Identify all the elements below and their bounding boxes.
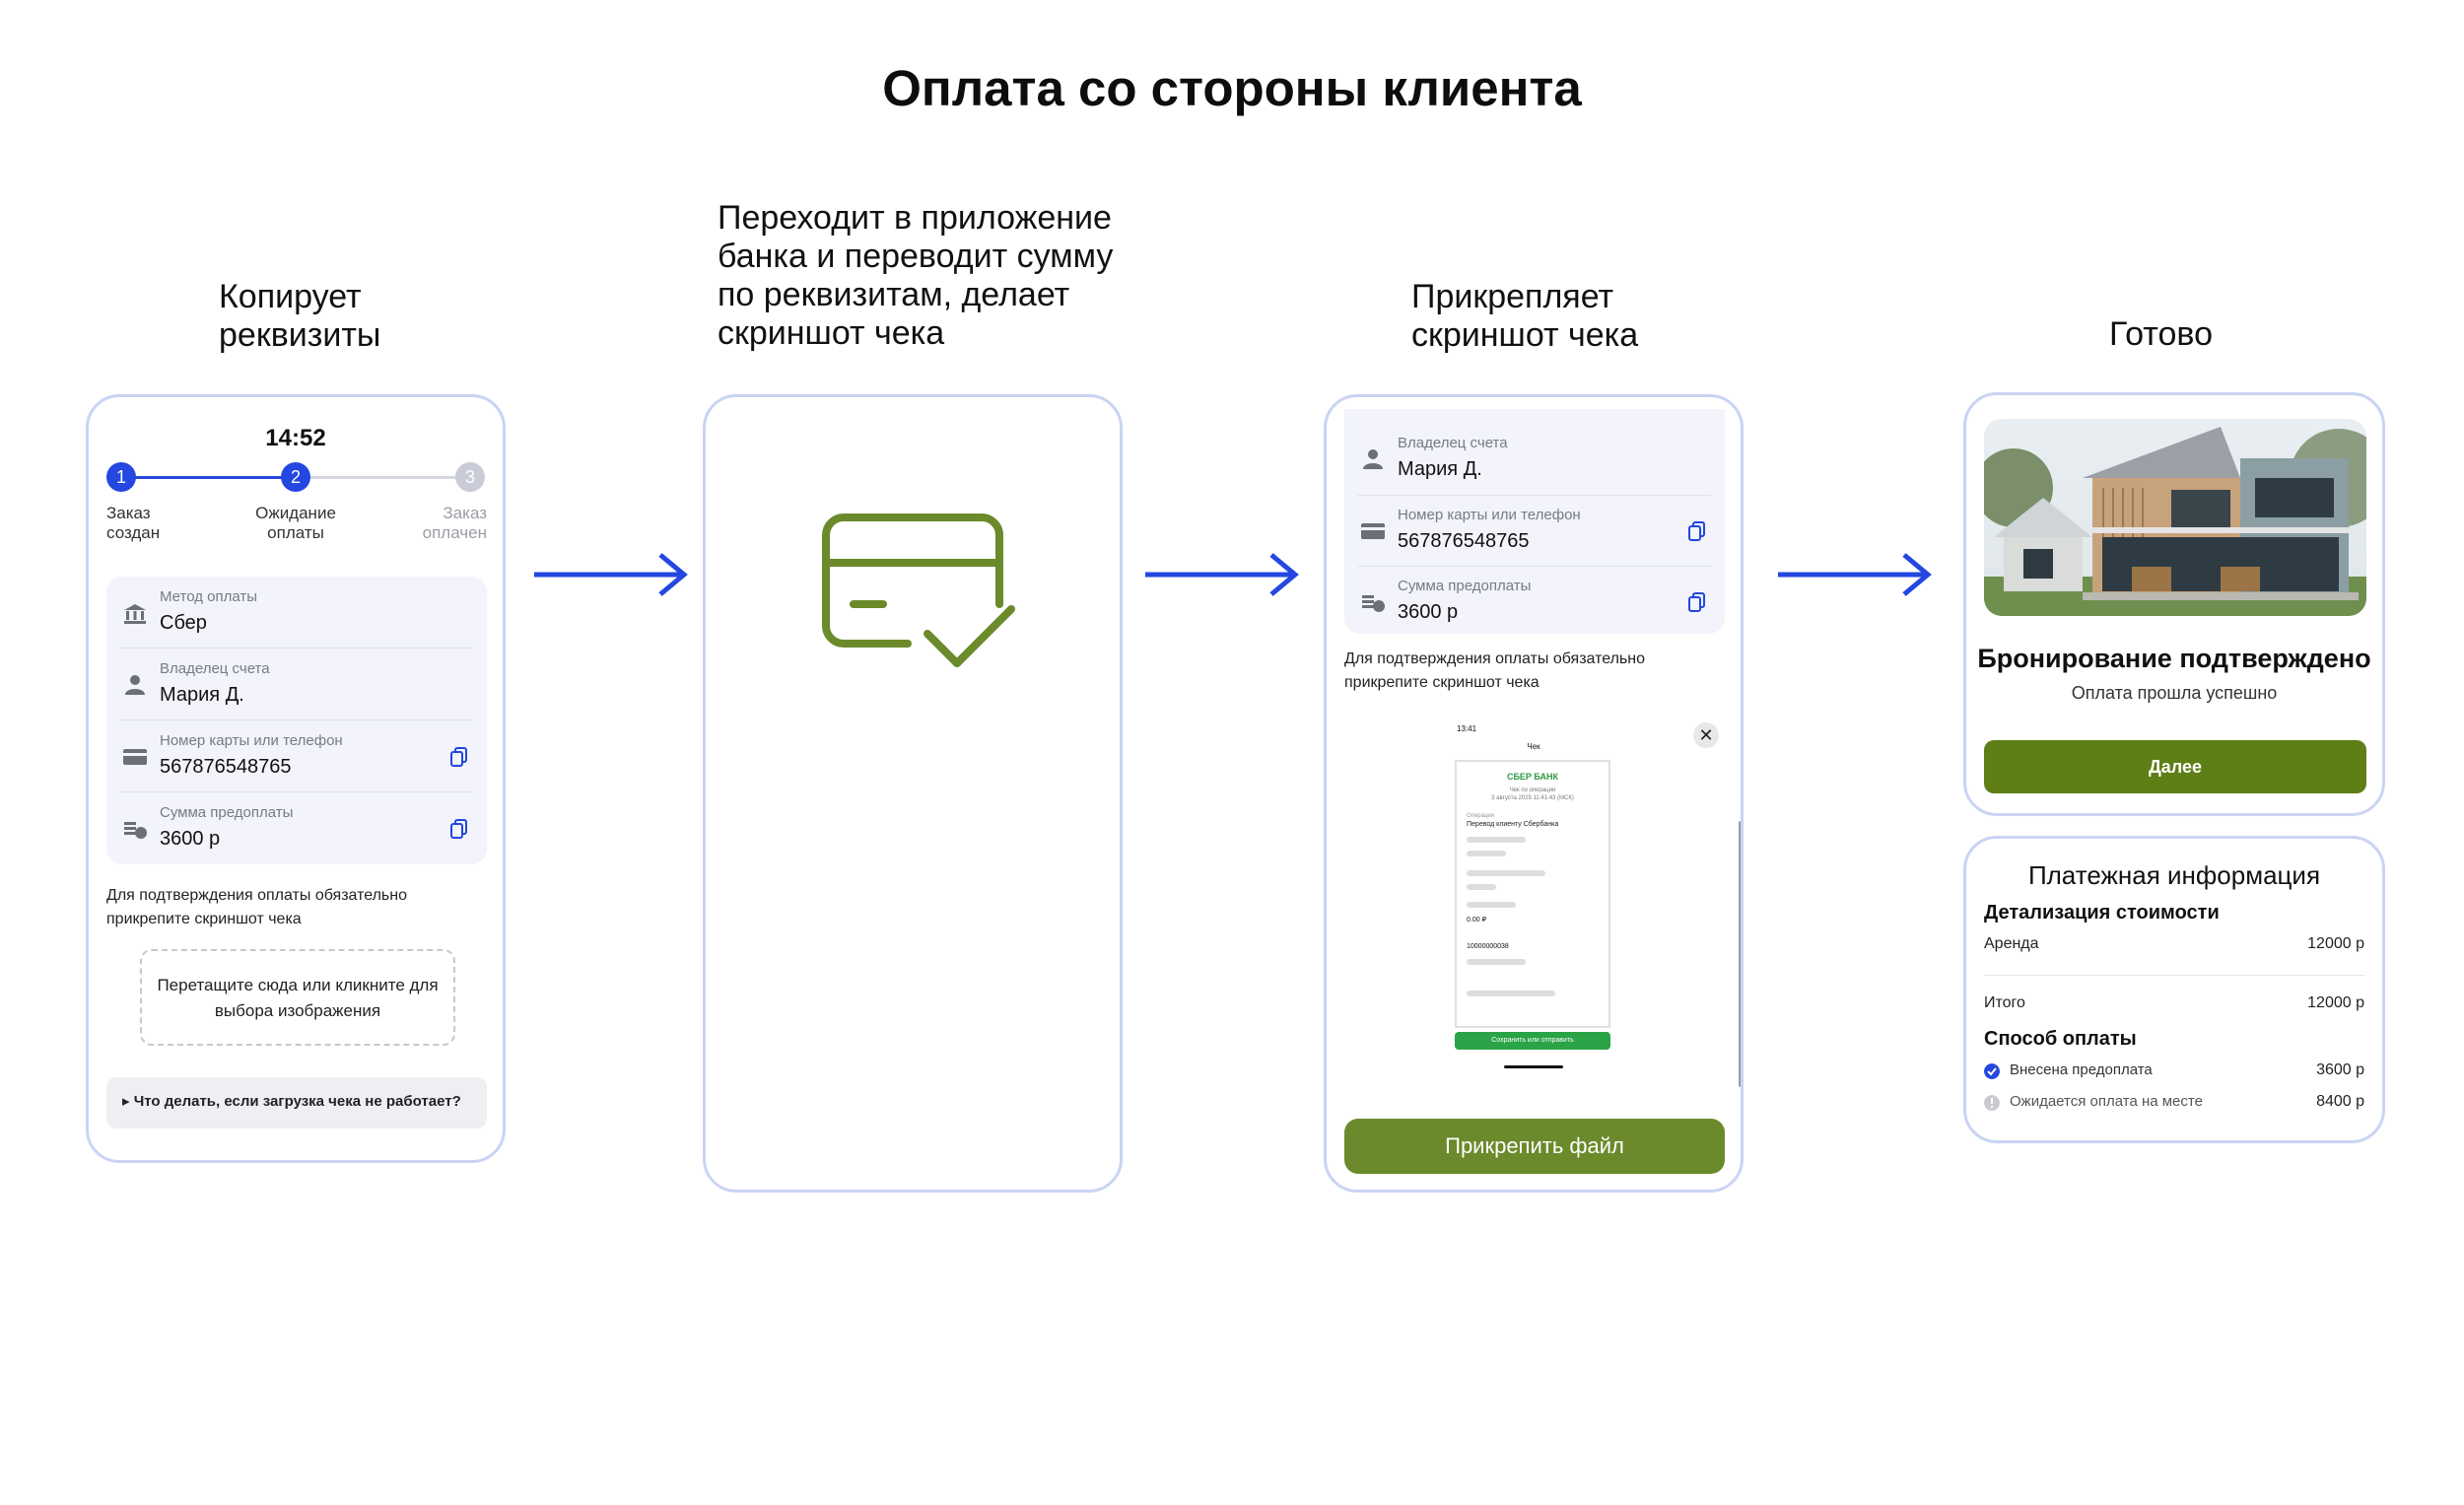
scrollbar[interactable] xyxy=(1739,821,1741,1087)
receipt-note: Для подтверждения оплаты обязательно при… xyxy=(106,887,407,927)
receipt-save-button: Сохранить или отправить xyxy=(1455,1032,1610,1050)
booking-confirmed-title: Бронирование подтверждено xyxy=(1977,644,2371,673)
stepper-label-3: Заказ оплачен xyxy=(422,504,487,542)
stepper-rest xyxy=(306,476,463,479)
remove-attachment-button[interactable]: ✕ xyxy=(1693,722,1719,748)
pending-circle-icon xyxy=(1984,1095,2000,1111)
card-check-icon xyxy=(822,513,1015,667)
flow-arrow-icon xyxy=(1143,552,1301,597)
copy-icon[interactable] xyxy=(1687,591,1707,613)
booking-confirmed-card: Бронирование подтверждено Оплата прошла … xyxy=(1963,392,2385,816)
stepper-progress xyxy=(118,476,306,479)
step-caption-copy: Копирует реквизиты xyxy=(219,278,381,354)
detail-value: Сбер xyxy=(160,612,207,634)
detail-label: Владелец счета xyxy=(160,660,270,677)
phone-bank-transfer xyxy=(703,394,1123,1193)
receipt-status-time: 13:41 xyxy=(1457,724,1477,733)
stepper-dot-2: 2 xyxy=(281,462,310,492)
receipt-screenshot-preview[interactable]: 13:41 Чек СБЕР БАНК Чек по операции 3 ав… xyxy=(1445,718,1622,1085)
page-title: Оплата со стороны клиента xyxy=(882,60,1582,116)
stepper-dot-1: 1 xyxy=(106,462,136,492)
detail-value: Мария Д. xyxy=(160,684,244,706)
step-caption-bank: Переходит в приложение банка и переводит… xyxy=(718,199,1114,352)
detail-label: Номер карты или телефон xyxy=(1398,507,1581,523)
card-icon xyxy=(123,749,147,765)
detail-row-owner: Владелец счета Мария Д. xyxy=(106,649,487,719)
payment-info-card: Платежная информация Детализация стоимос… xyxy=(1963,836,2385,1143)
pending-value: 8400 р xyxy=(2316,1093,2364,1110)
next-button[interactable]: Далее xyxy=(1984,740,2366,793)
detail-label: Метод оплаты xyxy=(160,588,258,605)
total-label: Итого xyxy=(1984,994,2025,1011)
copy-icon[interactable] xyxy=(449,818,469,840)
receipt-body: СБЕР БАНК Чек по операции 3 августа 2025… xyxy=(1455,760,1610,1028)
card-icon xyxy=(1361,523,1385,539)
coins-icon xyxy=(124,822,147,839)
phone-attach-receipt: Владелец счета Мария Д. Номер карты или … xyxy=(1324,394,1744,1193)
coins-icon xyxy=(1362,595,1385,612)
faq-disclosure[interactable]: ▸ Что делать, если загрузка чека не рабо… xyxy=(106,1077,487,1129)
divider xyxy=(1984,975,2364,976)
detail-row-amount[interactable]: Сумма предоплаты 3600 р xyxy=(1344,566,1725,637)
receipt-op-title: Чек по операции xyxy=(1509,787,1556,793)
detail-value: 567876548765 xyxy=(160,756,292,778)
prepaid-value: 3600 р xyxy=(2316,1061,2364,1078)
stepper-dot-3: 3 xyxy=(455,462,485,492)
total-value: 12000 р xyxy=(2307,994,2364,1011)
detail-row-amount[interactable]: Сумма предоплаты 3600 р xyxy=(106,792,487,863)
flow-arrow-icon xyxy=(1776,552,1934,597)
check-circle-icon xyxy=(1984,1063,2000,1079)
detail-label: Владелец счета xyxy=(1398,435,1508,451)
detail-value: 3600 р xyxy=(160,828,221,850)
receipt-operation-label: Операция xyxy=(1467,813,1494,819)
detail-row-owner: Владелец счета Мария Д. xyxy=(1344,423,1725,494)
bank-icon xyxy=(124,604,146,624)
status-time: 14:52 xyxy=(265,425,326,451)
receipt-note: Для подтверждения оплаты обязательно при… xyxy=(1344,650,1645,691)
rent-label: Аренда xyxy=(1984,935,2039,952)
flow-arrow-icon xyxy=(532,552,690,597)
receipt-operation: Перевод клиенту Сбербанка xyxy=(1467,821,1559,828)
phone-copy-details: 14:52 1 2 3 Заказ создан Ожидание оплаты… xyxy=(86,394,506,1163)
bank-logo: СБЕР БАНК xyxy=(1506,772,1559,782)
detail-label: Номер карты или телефон xyxy=(160,732,343,749)
detail-label: Сумма предоплаты xyxy=(1398,578,1532,594)
booking-confirmed-subtitle: Оплата прошла успешно xyxy=(2071,683,2278,703)
step-caption-attach: Прикрепляет скриншот чека xyxy=(1411,278,1639,354)
detail-row-card[interactable]: Номер карты или телефон 567876548765 xyxy=(1344,495,1725,566)
receipt-header: Чек xyxy=(1527,742,1540,751)
stepper-label-2: Ожидание оплаты xyxy=(255,504,336,542)
detail-value: Мария Д. xyxy=(1398,458,1482,480)
copy-icon[interactable] xyxy=(449,746,469,768)
detail-value: 567876548765 xyxy=(1398,530,1530,552)
receipt-doc-number: 10000000038 xyxy=(1467,943,1509,950)
detail-value: 3600 р xyxy=(1398,601,1459,623)
detail-label: Сумма предоплаты xyxy=(160,804,294,821)
prepaid-label: Внесена предоплата xyxy=(2010,1061,2153,1078)
receipt-date: 3 августа 2025 11:41:43 (МСК) xyxy=(1491,795,1574,801)
file-dropzone[interactable]: Перетащите сюда или кликните для выбора … xyxy=(140,949,455,1046)
pending-label: Ожидается оплата на месте xyxy=(2010,1093,2203,1110)
attach-file-button[interactable]: Прикрепить файл xyxy=(1344,1119,1725,1174)
cost-breakdown-title: Детализация стоимости xyxy=(1984,902,2220,924)
payment-info-title: Платежная информация xyxy=(2027,860,2321,890)
user-icon xyxy=(1363,449,1383,469)
property-photo xyxy=(1984,419,2366,616)
payment-details-card: Метод оплаты Сбер Владелец счета Мария Д… xyxy=(106,577,487,864)
payment-method-title: Способ оплаты xyxy=(1984,1028,2137,1050)
user-icon xyxy=(125,675,145,695)
step-caption-done: Готово xyxy=(2109,315,2213,353)
detail-row-card[interactable]: Номер карты или телефон 567876548765 xyxy=(106,720,487,791)
copy-icon[interactable] xyxy=(1687,520,1707,542)
detail-row-method: Метод оплаты Сбер xyxy=(106,577,487,648)
payment-details-card: Владелец счета Мария Д. Номер карты или … xyxy=(1344,409,1725,634)
rent-value: 12000 р xyxy=(2307,935,2364,952)
stepper-label-1: Заказ создан xyxy=(106,504,161,542)
receipt-amount: 0.00 ₽ xyxy=(1467,917,1487,924)
